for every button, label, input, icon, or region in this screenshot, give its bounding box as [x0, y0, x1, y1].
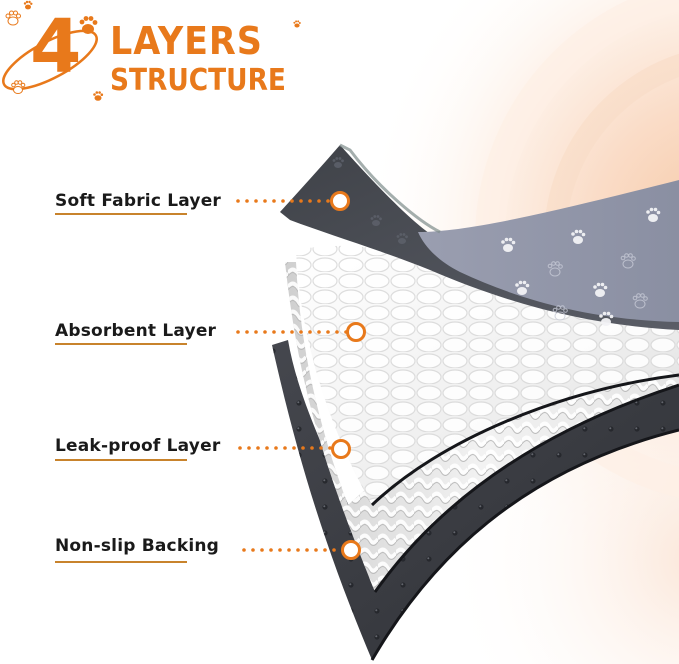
marker-ring-icon	[341, 540, 361, 560]
paw-print-icon	[293, 20, 301, 28]
title-layers: LAYERS	[110, 19, 263, 63]
layer-count-number: 4	[30, 4, 81, 90]
paw-print-icon	[93, 91, 104, 101]
title-structure: STRUCTURE	[110, 63, 286, 98]
leader-dots	[236, 199, 330, 203]
marker-ring-icon	[331, 439, 351, 459]
layer-label: Non-slip Backing	[55, 536, 220, 556]
label-underline	[55, 213, 187, 215]
paw-print-icon	[11, 80, 26, 94]
paw-print-pattern	[501, 207, 661, 326]
label-underline	[55, 561, 187, 563]
soft-fabric-underside	[280, 145, 679, 330]
label-underline	[55, 459, 187, 461]
layer-label: Absorbent Layer	[55, 321, 217, 341]
orbit-ring-icon	[2, 29, 98, 91]
leader-dots	[236, 330, 348, 334]
paw-print-icon	[5, 10, 21, 26]
soft-fabric-top	[418, 180, 679, 322]
marker-ring-icon	[346, 322, 366, 342]
layer-label: Soft Fabric Layer	[55, 191, 222, 211]
paw-print-icon	[79, 16, 98, 34]
paw-print-icon	[23, 0, 33, 10]
leader-dots	[242, 548, 336, 552]
leader-dots	[238, 446, 332, 450]
header-decoration	[2, 0, 301, 101]
layer-label: Leak-proof Layer	[55, 436, 221, 456]
marker-ring-icon	[330, 191, 350, 211]
label-underline	[55, 343, 187, 345]
